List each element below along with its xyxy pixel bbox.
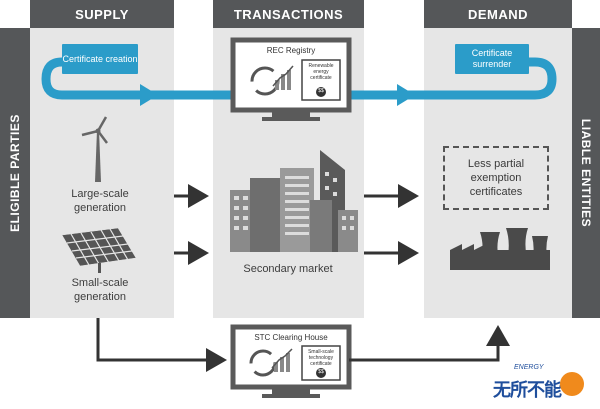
solar-panel-icon — [61, 227, 137, 273]
stc-certificate-text: Small-scale technology certificate — [308, 349, 334, 367]
right-side-bar: LIABLE ENTITIES — [572, 28, 600, 318]
loop-arrow-3 — [397, 84, 415, 106]
rec-registry-title: REC Registry — [266, 46, 316, 55]
bar-chart-icon — [272, 65, 294, 90]
supply-panel — [30, 28, 174, 318]
large-scale-generation-label: Large-scale generation — [71, 188, 129, 214]
left-side-bar: ELIGIBLE PARTIES — [0, 28, 30, 318]
transactions-header: TRANSACTIONS — [213, 0, 364, 28]
bar-chart-icon — [271, 348, 293, 372]
certificate-icon — [301, 59, 341, 101]
rec-certificate-text: Renewable energy certificate — [308, 63, 334, 81]
arrow-stc-to-demand — [349, 325, 510, 362]
factory-icon — [450, 228, 550, 270]
buildings-icon — [230, 150, 358, 252]
watermark-small-text: ENERGY — [514, 364, 544, 371]
loop-arrow-1 — [140, 84, 158, 106]
rec-certificate-value: $$ — [318, 88, 324, 94]
small-scale-generation-label: Small-scale generation — [71, 277, 129, 303]
rec-registry-monitor — [230, 37, 352, 121]
exemption-box: Less partial exemption certificates — [443, 146, 549, 210]
secondary-market-label: Secondary market — [243, 263, 333, 275]
stc-monitor — [230, 324, 352, 398]
supply-header: SUPPLY — [30, 0, 174, 28]
watermark-logo-icon — [560, 372, 584, 396]
demand-header: DEMAND — [424, 0, 572, 28]
stc-title: STC Clearing House — [254, 333, 328, 342]
certificate-creation-label: Certificate creation — [62, 44, 138, 74]
flow-arrows — [96, 184, 510, 372]
certificate-surrender-label: Certificate surrender — [455, 44, 529, 74]
wind-turbine-icon — [81, 116, 108, 182]
watermark-main-text: 无所不能 — [493, 380, 562, 401]
arrow-small-to-stc — [96, 318, 227, 372]
stc-certificate-value: $$ — [318, 369, 324, 375]
